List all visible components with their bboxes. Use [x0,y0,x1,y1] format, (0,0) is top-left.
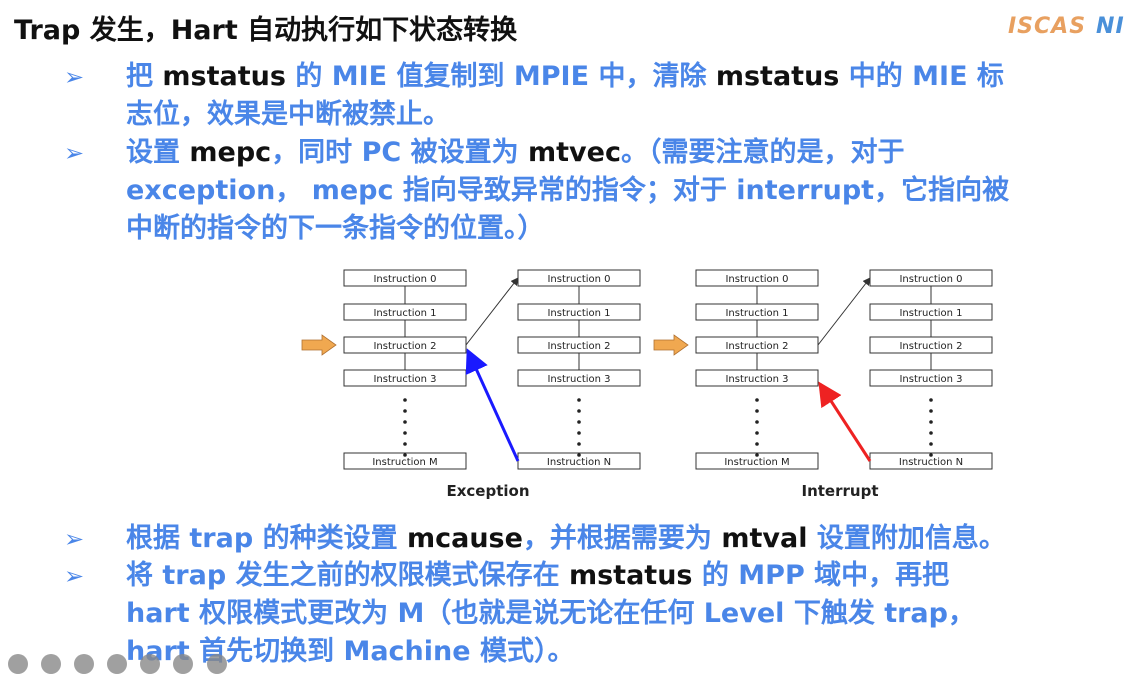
interrupt-right-label-4: Instruction N [899,457,963,468]
exception-left-dot-0 [403,398,407,402]
prev-icon[interactable] [8,654,28,674]
next-icon[interactable] [41,654,62,674]
exception-right-label-0: Instruction 0 [547,274,610,285]
bullet-2: ➢ 设置 mepc，同时 PC 被设置为 mtvec。（需要注意的是，对于 ex… [64,134,1134,254]
eraser-icon[interactable] [107,654,128,674]
exception-left-dot-1 [403,409,407,413]
pen-icon[interactable] [74,654,95,674]
slide-title: Trap 发生，Hart 自动执行如下状态转换 [14,15,518,46]
exception-jump-arrow [465,277,519,346]
logo-right-text: NI [1096,14,1125,39]
exception-right-label-3: Instruction 3 [547,374,610,385]
trap-diagram-svg: Instruction 0 Instruction 1 Instruction 2 I… [301,269,993,500]
exception-right-dot-1 [577,409,581,413]
interrupt-right-dot-0 [929,398,933,402]
bullet-1: ➢ 把 mstatus 的 MIE 值复制到 MPIE 中，清除 mstatus… [64,58,1134,138]
interrupt-left-dot-2 [755,420,759,424]
trap-diagram: Instruction 0 Instruction 1 Instruction 2 I… [300,262,1000,512]
exception-left-label-1: Instruction 1 [373,308,436,319]
interrupt-right-label-0: Instruction 0 [899,274,962,285]
exception-right-label-2: Instruction 2 [547,341,610,352]
bullet-4-line-1: 将 trap 发生之前的权限模式保存在 mstatus 的 MPP 域中，再把 [126,560,950,591]
exception-left-label-4: Instruction M [372,457,437,468]
logo-left-text: ISCAS [1008,14,1087,39]
iscas-logo: ISCAS NI [1008,14,1125,39]
interrupt-left-dot-4 [755,442,759,446]
exception-return-arrow [465,348,520,462]
exception-caption: Exception [446,482,529,500]
more-icon[interactable] [206,654,227,674]
exception-left-dot-2 [403,420,407,424]
bullet-1-line-2: 志位，效果是中断被禁止。 [126,99,450,130]
exception-left-box-4 [343,452,467,470]
interrupt-right-dot-5 [929,453,933,457]
interrupt-left-dot-5 [755,453,759,457]
exception-right-label-4: Instruction N [547,457,611,468]
exception-left-label-3: Instruction 3 [373,374,436,385]
exception-pc-arrow [301,334,337,356]
bullet-1-line-1: 把 mstatus 的 MIE 值复制到 MPIE 中，清除 mstatus 中… [126,61,1004,92]
exception-right-dot-4 [577,442,581,446]
interrupt-return-arrow [818,381,872,462]
exception-right-dot-0 [577,398,581,402]
bullet-2-line-3: 中断的指令的下一条指令的位置。） [126,213,545,244]
bullet-4-line-3: hart 首先切换到 Machine 模式）。 [126,636,575,667]
interrupt-left-label-4: Instruction M [724,457,789,468]
interrupt-left-box-4 [695,452,819,470]
exception-left-dot-4 [403,442,407,446]
bullet-4: ➢ 将 trap 发生之前的权限模式保存在 mstatus 的 MPP 域中，再… [64,557,1134,674]
exception-left-label-0: Instruction 0 [373,274,436,285]
exception-left-dot-3 [403,431,407,435]
interrupt-caption: Interrupt [802,482,879,500]
bullet-arrow-icon: ➢ [64,525,85,553]
interrupt-right-label-3: Instruction 3 [899,374,962,385]
bullet-3: ➢ 根据 trap 的种类设置 mcause，并根据需要为 mtval 设置附加… [64,520,1134,560]
interrupt-left-dot-3 [755,431,759,435]
interrupt-left-label-3: Instruction 3 [725,374,788,385]
interrupt-left-label-1: Instruction 1 [725,308,788,319]
exception-left-dot-5 [403,453,407,457]
bullet-4-line-2: hart 权限模式更改为 M（也就是说无论在任何 Level 下触发 trap， [126,598,975,629]
exception-right-label-1: Instruction 1 [547,308,610,319]
screen-icon[interactable] [173,654,194,674]
interrupt-left-dot-1 [755,409,759,413]
interrupt-right-dot-3 [929,431,933,435]
interrupt-right-label-2: Instruction 2 [899,341,962,352]
interrupt-right-dot-1 [929,409,933,413]
exception-right-dot-3 [577,431,581,435]
interrupt-left-dot-0 [755,398,759,402]
bullet-3-line-1: 根据 trap 的种类设置 mcause，并根据需要为 mtval 设置附加信息… [126,523,1006,554]
interrupt-right-label-1: Instruction 1 [899,308,962,319]
interrupt-left-label-2: Instruction 2 [725,341,788,352]
interrupt-right-dot-4 [929,442,933,446]
grid-icon[interactable] [140,654,161,674]
bullet-2-line-2: exception， mepc 指向导致异常的指令；对于 interrupt，它… [126,175,1010,206]
bullet-arrow-icon: ➢ [64,562,85,590]
bullet-arrow-icon: ➢ [64,63,85,91]
exception-right-dot-2 [577,420,581,424]
interrupt-left-label-0: Instruction 0 [725,274,788,285]
interrupt-pc-arrow [653,334,689,356]
interrupt-jump-arrow [817,277,871,346]
exception-left-label-2: Instruction 2 [373,341,436,352]
interrupt-right-dot-2 [929,420,933,424]
bullet-arrow-icon: ➢ [64,139,85,167]
presenter-toolbar [0,650,330,674]
bullet-2-line-1: 设置 mepc，同时 PC 被设置为 mtvec。（需要注意的是，对于 [126,137,905,168]
exception-right-dot-5 [577,453,581,457]
